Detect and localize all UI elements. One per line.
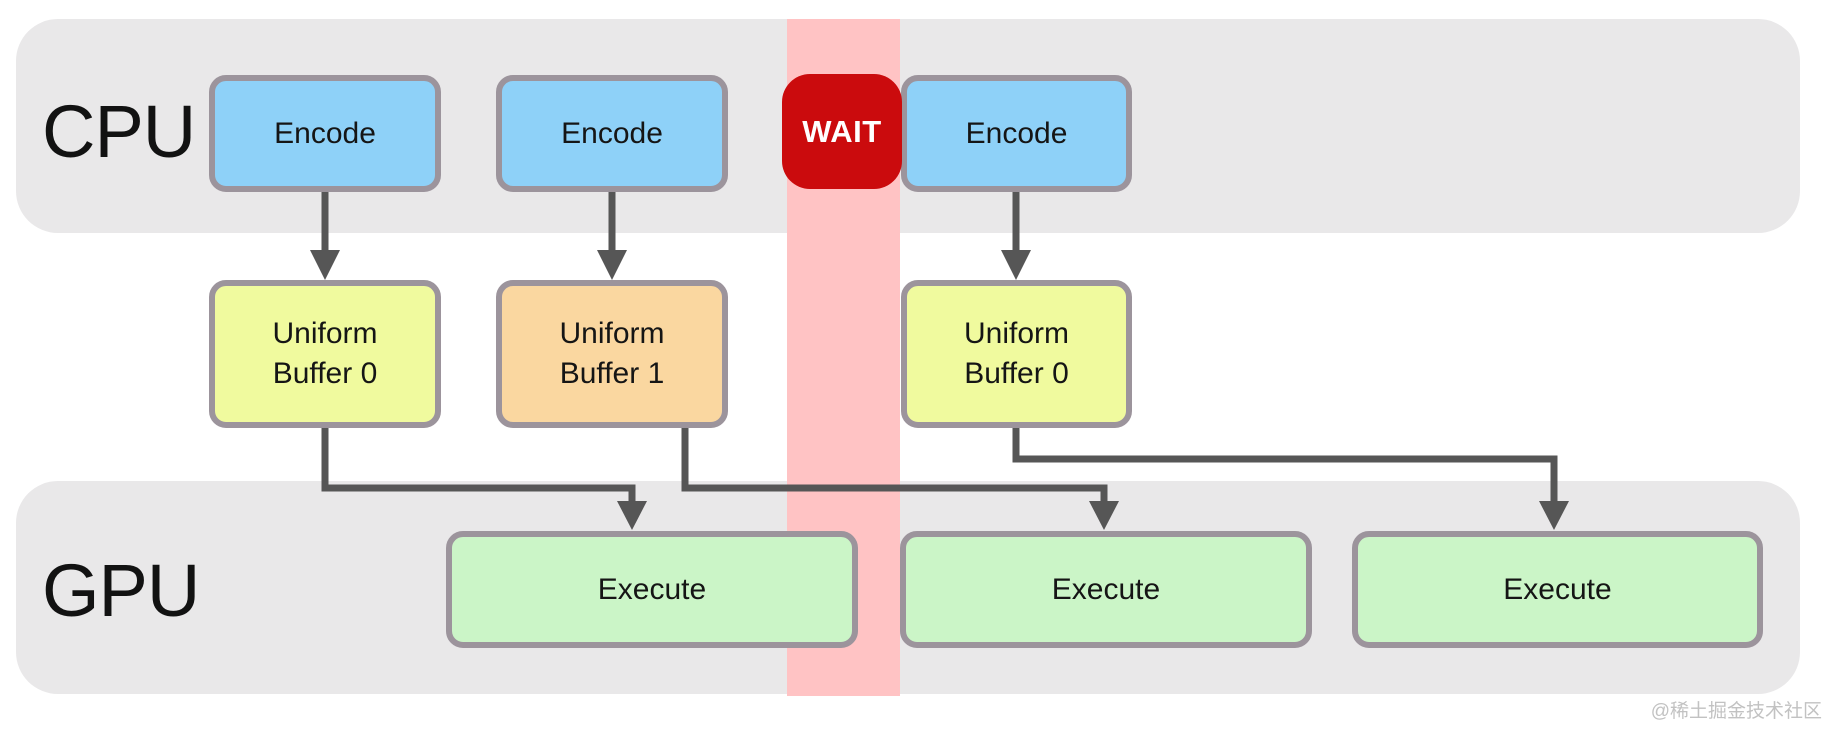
- watermark: @稀土掘金技术社区: [1650, 701, 1822, 722]
- encode-node-3: Encode: [901, 75, 1132, 192]
- gpu-label: GPU: [42, 549, 200, 632]
- arrowhead-icon: [310, 250, 340, 280]
- uniform-buffer-0-node-b: Uniform Buffer 0: [901, 280, 1132, 428]
- encode-node-2: Encode: [496, 75, 728, 192]
- uniform-buffer-1-node: Uniform Buffer 1: [496, 280, 728, 428]
- execute-node-3: Execute: [1352, 531, 1763, 648]
- arrowhead-icon: [1001, 250, 1031, 280]
- cpu-label: CPU: [42, 90, 196, 173]
- encode-node-1: Encode: [209, 75, 441, 192]
- wait-badge: WAIT: [782, 74, 902, 189]
- uniform-buffer-0-node-a: Uniform Buffer 0: [209, 280, 441, 428]
- arrowhead-icon: [597, 250, 627, 280]
- execute-node-2: Execute: [900, 531, 1312, 648]
- execute-node-1: Execute: [446, 531, 858, 648]
